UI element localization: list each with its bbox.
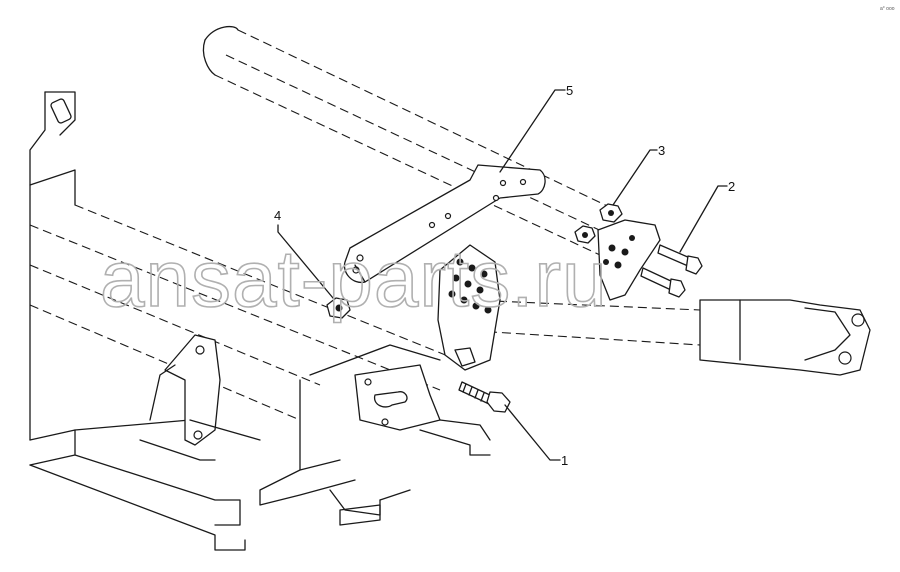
right-arm [459,299,871,376]
callout-label-4: 4 [274,208,281,223]
callout-label-3: 3 [658,143,665,158]
mounting-plate [437,244,501,371]
callout-label-5: 5 [566,83,573,98]
bolt-part2 [640,244,703,298]
nut-part3 [574,203,623,244]
right-bracket [597,219,661,301]
bolt-part1 [458,381,511,413]
callout-label-1: 1 [561,453,568,468]
watermark-text: ansat-parts.ru [100,234,608,323]
nut-part4 [326,297,351,319]
corner-code: a° ooo [880,6,895,12]
link-bar-part5 [343,164,546,284]
callout-leaders [277,89,728,461]
upper-tube [202,25,621,256]
main-frame [29,91,491,551]
callout-label-2: 2 [728,179,735,194]
